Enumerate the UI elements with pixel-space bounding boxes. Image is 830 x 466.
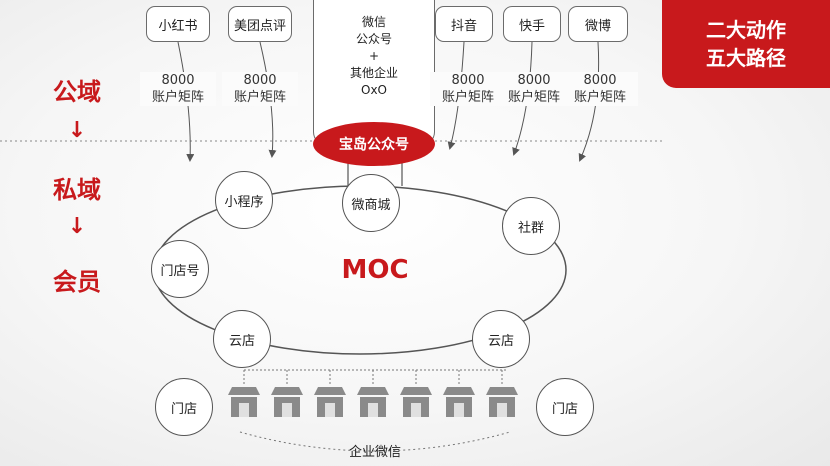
node-wei-mall: 微商城: [342, 174, 400, 232]
node-community: 社群: [502, 197, 560, 255]
node-store-account: 门店号: [151, 240, 209, 298]
label-wecom: 企业微信: [348, 445, 401, 460]
hub-baodao-official-account: 宝岛公众号: [313, 122, 435, 166]
platform-weibo: 微博: [568, 6, 628, 42]
platform-kuaishou: 快手: [503, 6, 561, 42]
platform-douyin: 抖音: [435, 6, 493, 42]
platform-meituan: 美团点评: [228, 6, 292, 42]
node-mini-program: 小程序: [215, 171, 273, 229]
stat-count: 8000: [161, 73, 195, 88]
moc-center-label: MOC: [341, 255, 409, 285]
stat-label: 账户矩阵: [507, 90, 560, 105]
stat-xiaohongshu: 8000 账户矩阵: [140, 72, 216, 106]
shop-icon: [271, 387, 303, 417]
stat-count: 8000: [583, 73, 617, 88]
arrow-down-icon: ↓: [67, 214, 87, 239]
stat-count: 8000: [243, 73, 277, 88]
arrow-down-icon: ↓: [67, 118, 87, 143]
wechat-line-4: 其他企业: [349, 66, 398, 80]
headline-line-1: 二大动作: [706, 18, 786, 42]
wechat-line-5: OxO: [361, 83, 387, 97]
label-member: 会员: [53, 268, 101, 296]
platform-xiaohongshu: 小红书: [146, 6, 210, 42]
wechat-line-3: +: [368, 49, 380, 63]
stat-label: 账户矩阵: [441, 90, 494, 105]
node-cloud-store-left: 云店: [213, 310, 271, 368]
stat-label: 账户矩阵: [573, 90, 626, 105]
wecom-arc: [239, 431, 511, 452]
stat-kuaishou: 8000 账户矩阵: [496, 72, 572, 106]
headline-panel: 二大动作 五大路径: [662, 0, 830, 88]
wechat-line-2: 公众号: [355, 32, 392, 46]
stat-meituan: 8000 账户矩阵: [222, 72, 298, 106]
node-cloud-store-right: 云店: [472, 310, 530, 368]
shop-icon: [314, 387, 346, 417]
label-private-domain: 私域: [53, 176, 101, 204]
stat-count: 8000: [451, 73, 485, 88]
shop-icon: [357, 387, 389, 417]
stat-label: 账户矩阵: [233, 90, 286, 105]
shop-icon: [400, 387, 432, 417]
headline-line-2: 五大路径: [706, 46, 786, 70]
stat-count: 8000: [517, 73, 551, 88]
shop-icon: [443, 387, 475, 417]
node-store-left: 门店: [155, 378, 213, 436]
shop-bus: [243, 369, 506, 384]
shop-icon: [228, 387, 260, 417]
node-store-right: 门店: [536, 378, 594, 436]
stat-label: 账户矩阵: [151, 90, 204, 105]
stat-weibo: 8000 账户矩阵: [562, 72, 638, 106]
wechat-line-1: 微信: [361, 15, 386, 29]
hub-bracket: [347, 160, 403, 186]
shop-icon: [486, 387, 518, 417]
stat-douyin: 8000 账户矩阵: [430, 72, 506, 106]
label-public-domain: 公域: [53, 78, 101, 106]
